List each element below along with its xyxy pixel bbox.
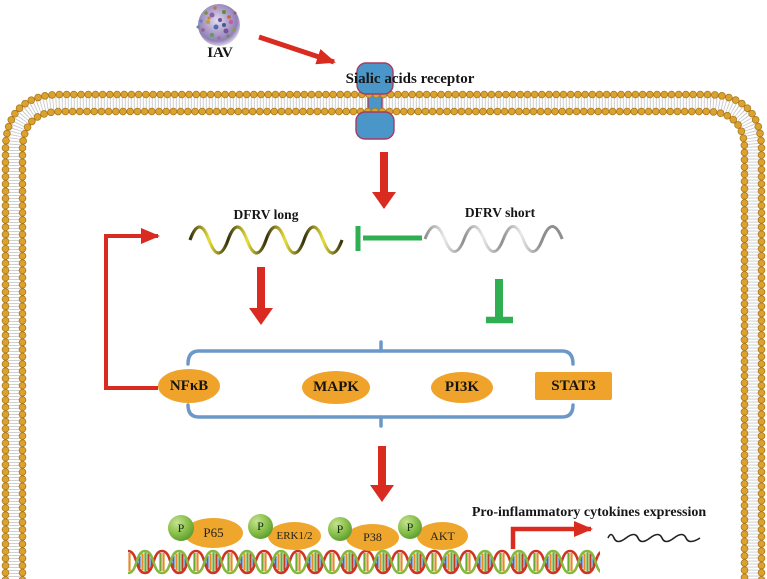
protein-erk12: ERK1/2 (268, 522, 321, 550)
dfrv-short-rna-wave (423, 225, 564, 253)
pathway-node-pi3k: PI3K (431, 372, 493, 403)
dfrv-long-activation-arrow (249, 267, 273, 325)
short-inhibits-long-tbar (355, 226, 422, 251)
pathway-node-mapk: MAPK (302, 371, 370, 404)
sialic-acid-receptor-shape (355, 62, 395, 140)
virus-label: IAV (207, 45, 233, 61)
nfkb-feedback-arrow (104, 228, 160, 390)
receptor-signal-arrow (372, 152, 396, 209)
pathway-node-stat3: STAT3 (535, 372, 612, 400)
transcription-arrow (510, 521, 593, 549)
phosphate-badge: P (168, 515, 194, 541)
dfrv-short-label: DFRV short (464, 205, 536, 220)
pathway-node-nfkb: NFκB (158, 369, 220, 403)
phosphate-badge: P (398, 515, 422, 539)
mrna-squiggle (607, 533, 701, 543)
protein-p65: P65 (184, 518, 243, 548)
dfrv-long-rna-wave (188, 225, 344, 255)
pathway-bracket (186, 340, 575, 428)
dfrv-long-label: DFRV long (233, 207, 299, 222)
protein-akt: AKT (417, 522, 468, 550)
dna-helix (128, 547, 600, 577)
phosphate-badge: P (328, 517, 352, 541)
pathway-output-arrow (370, 446, 394, 502)
protein-p38: P38 (346, 524, 399, 551)
iav-virus-icon (196, 4, 240, 46)
cytokines-output-label: Pro-inflammatory cytokines expression (471, 505, 707, 520)
receptor-label: Sialic acids receptor (345, 71, 475, 87)
short-inhibits-pathway-tbar (486, 279, 513, 324)
membrane-tails (7, 96, 760, 579)
phosphate-badge: P (248, 514, 273, 539)
virus-to-receptor-arrow (258, 34, 336, 65)
